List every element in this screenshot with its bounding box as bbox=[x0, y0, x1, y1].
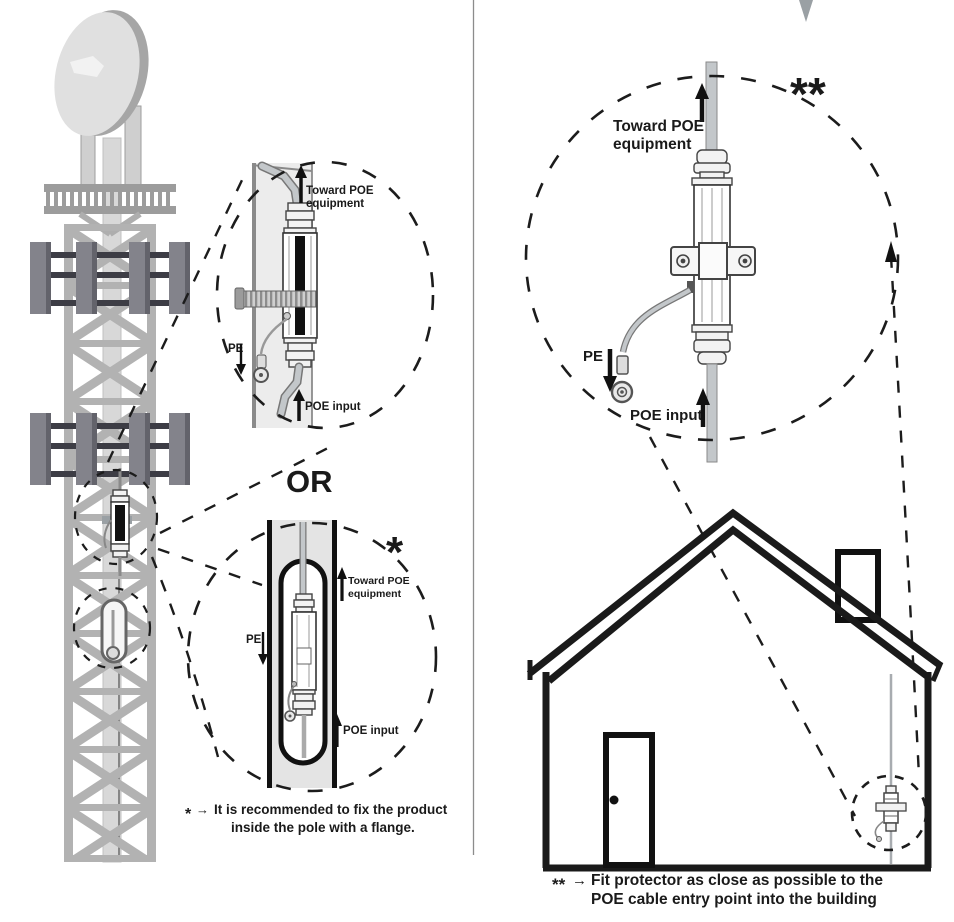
zoom-source-circle-entry bbox=[850, 774, 928, 852]
poe-input-label: POE input bbox=[305, 401, 361, 413]
footnote-line1: Fit protector as close as possible to th… bbox=[591, 872, 883, 889]
telecom-tower bbox=[30, 10, 190, 863]
asterisk-marker: * bbox=[386, 528, 404, 577]
zoom-leader-lines-left bbox=[106, 177, 333, 758]
detail-circle-3 bbox=[524, 74, 900, 442]
poe-input-arrow-icon bbox=[332, 714, 342, 747]
protector-device-small bbox=[284, 522, 317, 758]
toward-poe-arrow-icon bbox=[337, 567, 347, 601]
door bbox=[603, 732, 655, 868]
pe-label: PE bbox=[583, 348, 603, 365]
toward-poe-arrow-icon bbox=[295, 165, 307, 203]
footnote-line2: POE cable entry point into the building bbox=[591, 891, 877, 908]
walls bbox=[542, 672, 932, 872]
protector-device-large bbox=[610, 61, 756, 463]
leader-arrowhead-icon bbox=[885, 241, 897, 262]
toward-poe-label: Toward POE bbox=[306, 185, 374, 197]
antenna-tip bbox=[799, 0, 813, 22]
footnote-arrow-icon: → bbox=[572, 872, 587, 889]
footnote-line1: It is recommended to fix the product bbox=[214, 802, 448, 817]
right-footnote: ** → Fit protector as close as possible … bbox=[552, 872, 883, 908]
roof bbox=[526, 508, 944, 684]
or-label: OR bbox=[286, 464, 333, 499]
toward-poe-label: equipment bbox=[348, 588, 402, 600]
satellite-dish-icon bbox=[54, 10, 149, 136]
mini-protector-at-entry bbox=[874, 785, 907, 842]
mini-slot-in-pole bbox=[100, 598, 128, 664]
detail-circle-1 bbox=[215, 160, 435, 430]
pe-label: PE bbox=[246, 634, 262, 646]
toward-poe-label: equipment bbox=[613, 136, 691, 153]
pe-label: PE bbox=[228, 343, 244, 355]
house bbox=[526, 508, 944, 872]
pe-arrow-icon bbox=[258, 632, 268, 665]
footnote-marker: * bbox=[185, 806, 192, 823]
inside-pole-detail: * Toward POE equipment PE POE input bbox=[186, 520, 438, 793]
zoom-source-circle-a bbox=[73, 468, 159, 566]
poe-input-label: POE input bbox=[343, 725, 399, 737]
antenna-array-upper bbox=[30, 242, 190, 314]
wall-mount-detail: Toward POE equipment PE POE input ** bbox=[524, 0, 900, 463]
zoom-leader-lines-right bbox=[648, 241, 921, 817]
toward-poe-label: Toward POE bbox=[613, 118, 704, 135]
double-asterisk-marker: ** bbox=[790, 68, 826, 120]
pe-arrow-icon bbox=[236, 344, 246, 375]
pole-clamp-detail: Toward POE equipment PE POE input bbox=[215, 160, 435, 430]
doorknob bbox=[609, 795, 619, 805]
toward-poe-label: Toward POE bbox=[348, 575, 410, 587]
toward-poe-arrow-icon bbox=[695, 83, 709, 122]
zoom-source-circle-b bbox=[72, 586, 152, 670]
protector-device bbox=[234, 161, 318, 419]
antenna-array-lower bbox=[30, 413, 190, 485]
poe-input-arrow-icon bbox=[696, 388, 710, 427]
poe-input-label: POE input bbox=[630, 407, 703, 424]
mounting-bracket bbox=[670, 242, 756, 280]
detail-circle-2 bbox=[186, 521, 438, 793]
mini-protector-on-pole bbox=[102, 468, 132, 576]
lattice-mast bbox=[64, 224, 156, 862]
footnote-arrow-icon: → bbox=[196, 802, 209, 817]
pe-ground-wire bbox=[253, 312, 291, 383]
footnote-marker: ** bbox=[552, 875, 566, 894]
left-footnote: * → It is recommended to fix the product… bbox=[185, 802, 448, 835]
pe-ground-wire bbox=[610, 287, 692, 404]
pe-arrow-icon bbox=[603, 349, 617, 392]
hose-clamp bbox=[234, 287, 317, 310]
footnote-line2: inside the pole with a flange. bbox=[231, 820, 415, 835]
poe-input-arrow-icon bbox=[293, 389, 305, 421]
toward-poe-label: equipment bbox=[306, 198, 364, 210]
